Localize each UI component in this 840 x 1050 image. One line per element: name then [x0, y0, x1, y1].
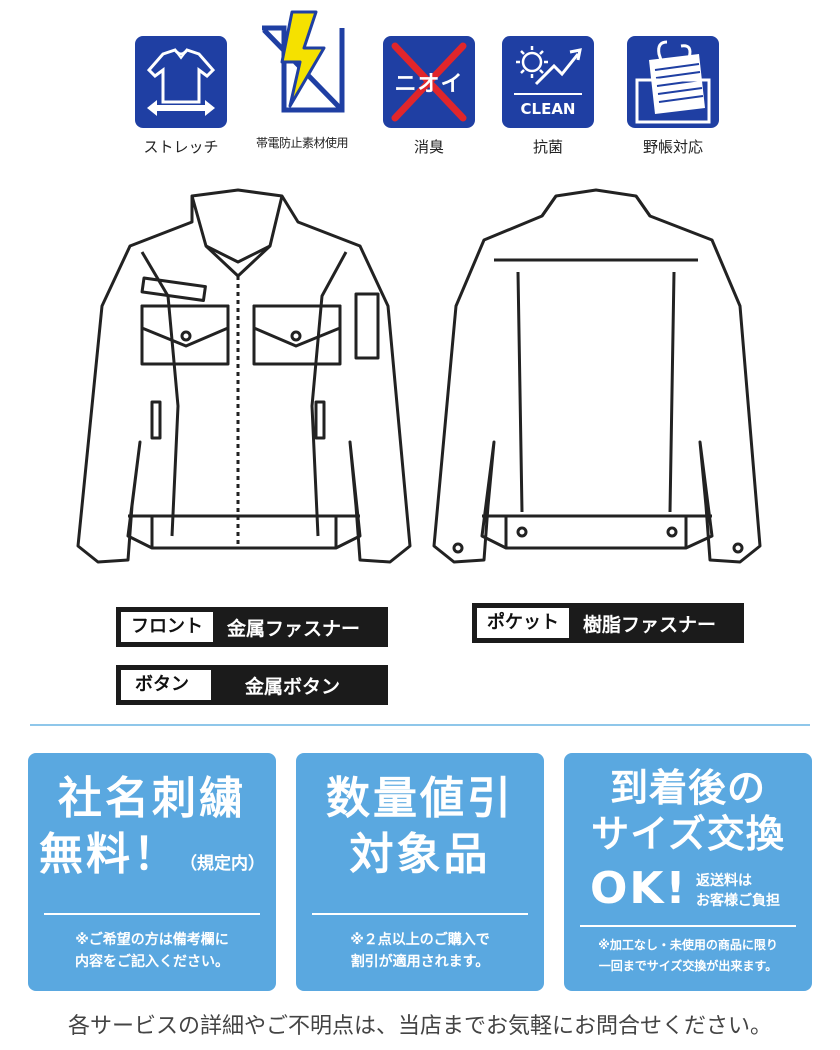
spec-front-value: 金属ファスナー: [227, 617, 361, 640]
footer-note: 各サービスの詳細やご不明点は、当店までお気軽にお問合せください。: [67, 1014, 772, 1039]
spec-button-key: ボタン: [121, 670, 211, 700]
antistatic-icon: [254, 10, 350, 128]
deodorant-icon: ニオイ: [383, 36, 475, 128]
service-card-embroidery: 社名刺繍 無料！（規定内） ※ご希望の方は備考欄に 内容をご記入ください。: [28, 753, 276, 991]
service-title-line1: 数量値引: [326, 773, 514, 824]
feature-label: 野帳対応: [642, 138, 703, 156]
spec-front-tag: フロント 金属ファスナー: [116, 607, 388, 647]
section-divider: [30, 724, 810, 726]
service-title-line2: 無料！: [39, 829, 180, 880]
spec-button-tag: ボタン 金属ボタン: [116, 665, 388, 705]
spec-pocket-key: ポケット: [477, 608, 569, 638]
feature-antistatic: 帯電防止素材使用: [254, 10, 350, 151]
jacket-front-illustration: [76, 188, 412, 564]
stretch-icon: [135, 36, 227, 128]
card-divider: [580, 925, 796, 927]
service-title-suffix: （規定内）: [180, 854, 265, 874]
service-side-line2: お客様ご負担: [696, 893, 780, 909]
card-divider: [44, 913, 260, 915]
service-card-size-exchange: 到着後の サイズ交換 OK! 返送料は お客様ご負担 ※加工なし・未使用の商品に…: [564, 753, 812, 991]
service-note-line1: ※加工なし・未使用の商品に限り: [598, 938, 778, 952]
service-title-line1: 社名刺繍: [58, 773, 246, 824]
service-side-line1: 返送料は: [696, 873, 752, 889]
antibacterial-icon: CLEAN: [502, 36, 594, 128]
feature-stretch: ストレッチ: [133, 36, 229, 157]
antibacterial-icon-text: CLEAN: [520, 100, 576, 118]
service-title-line2: サイズ交換: [591, 812, 785, 856]
notebook-pocket-icon: [627, 36, 719, 128]
deodorant-icon-text: ニオイ: [394, 72, 464, 97]
feature-deodorant: ニオイ 消臭: [381, 36, 477, 157]
service-note-line2: 一回までサイズ交換が出来ます。: [598, 959, 778, 973]
jacket-back-illustration: [432, 188, 762, 564]
service-note-line2: 内容をご記入ください。: [75, 954, 229, 970]
service-title-line3: OK!: [590, 863, 688, 914]
spec-button-value: 金属ボタン: [245, 675, 341, 698]
service-card-volume-discount: 数量値引 対象品 ※２点以上のご購入で 割引が適用されます。: [296, 753, 544, 991]
feature-label: 帯電防止素材使用: [255, 136, 349, 150]
card-divider: [312, 913, 528, 915]
feature-label: ストレッチ: [143, 138, 219, 156]
spec-pocket-value: 樹脂ファスナー: [583, 613, 717, 636]
spec-pocket-tag: ポケット 樹脂ファスナー: [472, 603, 744, 643]
service-title-line2: 対象品: [349, 829, 491, 880]
feature-antibacterial: CLEAN 抗菌: [500, 36, 596, 157]
service-note-line1: ※ご希望の方は備考欄に: [75, 932, 229, 948]
service-note-line1: ※２点以上のご購入で: [350, 932, 490, 948]
feature-label: 抗菌: [532, 138, 563, 156]
service-note-line2: 割引が適用されます。: [350, 954, 490, 970]
feature-notebook-pocket: 野帳対応: [625, 36, 721, 157]
service-title-line1: 到着後の: [609, 766, 766, 810]
spec-front-key: フロント: [121, 612, 213, 642]
feature-label: 消臭: [413, 138, 444, 156]
